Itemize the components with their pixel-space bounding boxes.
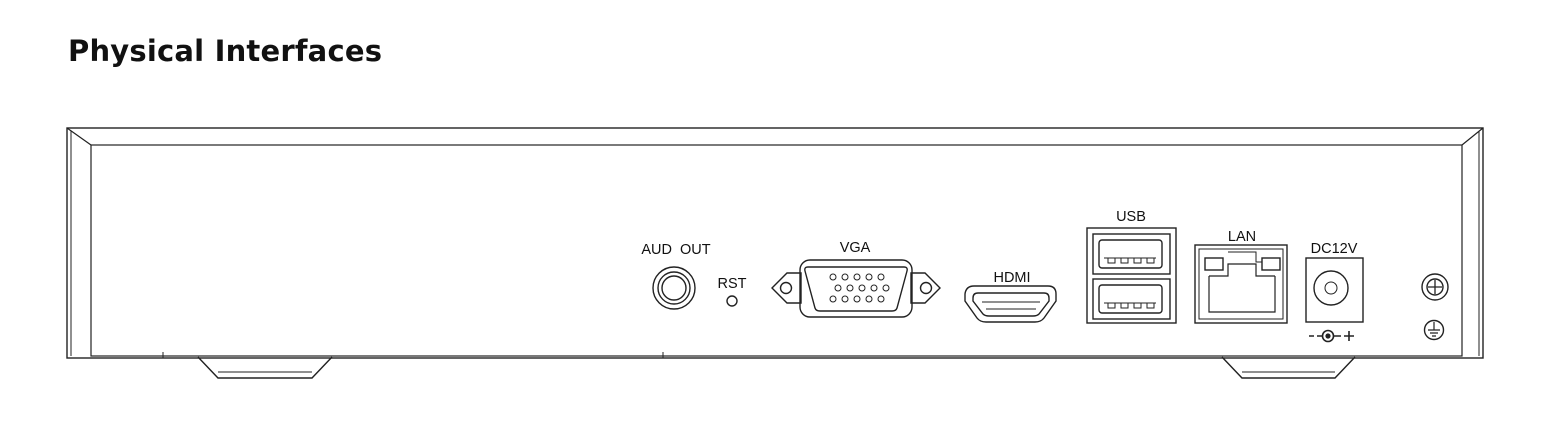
rst-label: RST — [718, 276, 747, 292]
vga-label: VGA — [840, 240, 871, 256]
dc-power-port — [1305, 257, 1364, 323]
rst-button — [726, 295, 738, 307]
aud-out-port — [652, 266, 696, 310]
dc12v-label: DC12V — [1311, 241, 1358, 257]
ground-screw-icon — [1421, 273, 1449, 301]
dc-polarity-icon — [1309, 329, 1354, 343]
left-foot — [197, 356, 333, 379]
chassis-outline — [66, 127, 1484, 359]
lan-port — [1194, 244, 1288, 324]
usb-ports — [1086, 227, 1177, 324]
ground-symbol-icon — [1423, 319, 1445, 341]
rear-panel — [90, 144, 1463, 357]
hdmi-port — [964, 285, 1057, 323]
right-foot — [1221, 356, 1356, 379]
usb-label: USB — [1116, 209, 1146, 225]
aud-out-label: AUD OUT — [641, 242, 710, 258]
vga-port — [771, 259, 941, 318]
hdmi-label: HDMI — [993, 270, 1030, 286]
lan-label: LAN — [1228, 229, 1256, 245]
page-title: Physical Interfaces — [68, 34, 383, 68]
